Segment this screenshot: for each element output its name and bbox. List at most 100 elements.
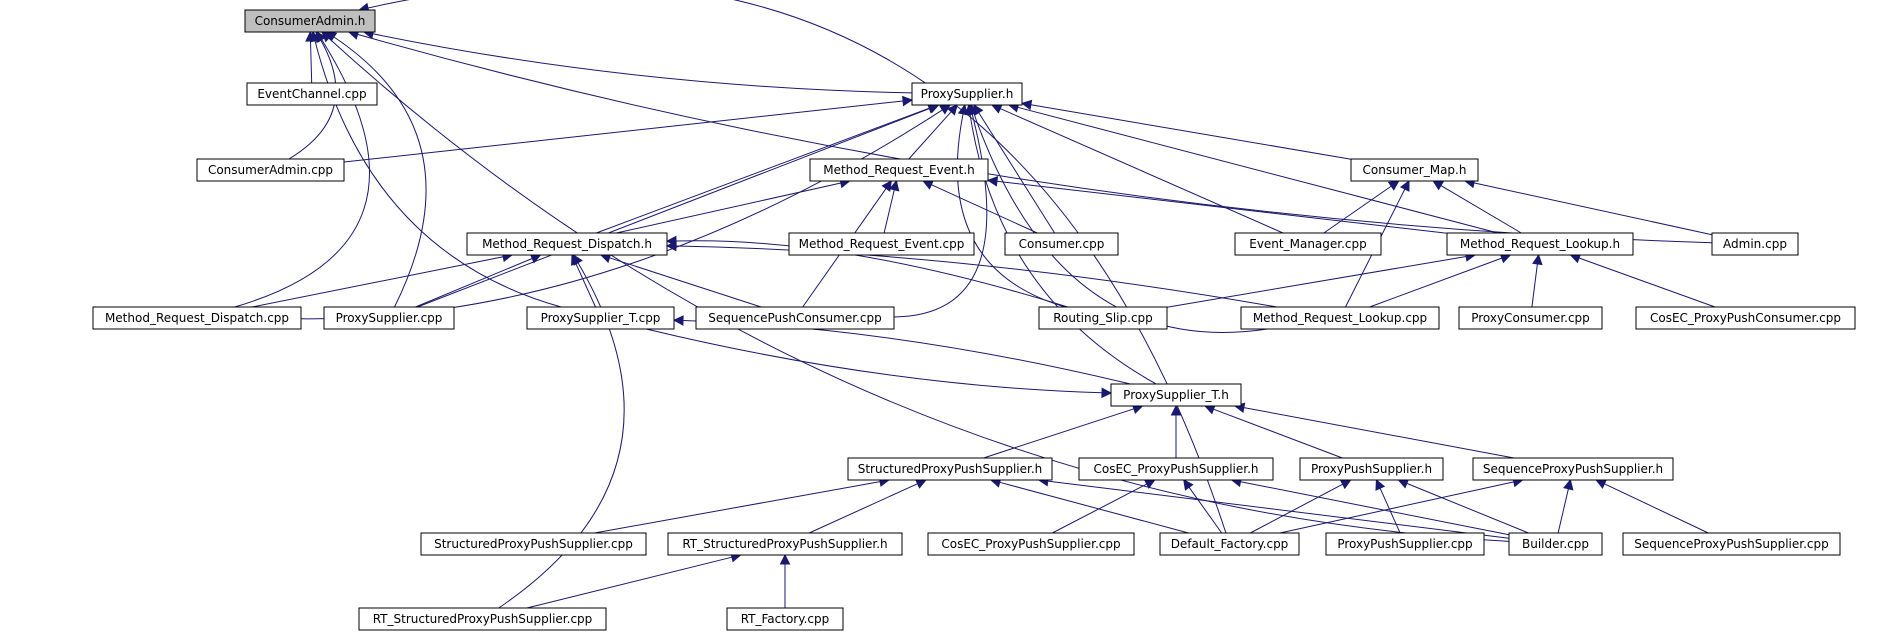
file-node-label: StructuredProxyPushSupplier.h: [858, 462, 1043, 476]
file-node[interactable]: Consumer_Map.h: [1350, 158, 1479, 182]
file-node[interactable]: ProxySupplier.cpp: [323, 306, 455, 330]
file-node[interactable]: CosEC_ProxyPushSupplier.cpp: [927, 532, 1135, 556]
file-node-label: ProxyPushSupplier.h: [1311, 462, 1432, 476]
file-node[interactable]: Method_Request_Dispatch.h: [466, 232, 668, 256]
arrowhead-icon: [779, 553, 791, 565]
file-node-box: [420, 532, 647, 556]
file-node-box: [927, 532, 1135, 556]
file-node-label: Builder.cpp: [1522, 537, 1589, 551]
file-node-label: ProxySupplier.cpp: [336, 311, 443, 325]
arrowhead-icon: [572, 254, 583, 266]
edge-ProxySupplier.cpp-to-Method_Request_Dispatch.h: [415, 258, 533, 308]
file-node[interactable]: RT_Factory.cpp: [726, 607, 844, 631]
file-node[interactable]: Default_Factory.cpp: [1159, 532, 1300, 556]
file-node[interactable]: Admin.cpp: [1711, 232, 1799, 256]
file-node-label: EventChannel.cpp: [257, 87, 366, 101]
edge-Method_Request_Lookup.cpp-to-Method_Request_Lookup.h: [1369, 257, 1502, 308]
file-node[interactable]: CosEC_ProxyPushSupplier.h: [1078, 457, 1274, 481]
edge-Event_Manager.cpp-to-Consumer_Map.h: [1323, 185, 1392, 234]
file-node-label: ProxySupplier_T.cpp: [541, 311, 661, 325]
edge-Builder.cpp-to-StructuredProxyPushSupplier.h: [1047, 480, 1510, 539]
file-node-label: CosEC_ProxyPushSupplier.cpp: [941, 537, 1120, 551]
file-node-label: RT_StructuredProxyPushSupplier.cpp: [373, 612, 593, 626]
arrowhead-icon: [990, 103, 1003, 114]
file-node-box: [788, 232, 975, 256]
edge-Method_Request_Dispatch.cpp-to-Method_Request_Dispatch.h: [251, 256, 504, 308]
file-node[interactable]: RT_StructuredProxyPushSupplier.cpp: [358, 607, 607, 631]
file-node-box: [1446, 232, 1634, 256]
arrowhead-icon: [888, 179, 900, 192]
edge-Default_Factory.cpp-to-ConsumerAdmin.h: [367, 0, 1227, 534]
arrowhead-icon: [1595, 479, 1608, 489]
edge-ConsumerAdmin.cpp-to-ProxySupplier.h: [343, 100, 904, 163]
arrowhead-icon: [1339, 479, 1352, 490]
arrowhead-icon: [1532, 253, 1543, 266]
file-node-box: [358, 607, 607, 631]
file-node-label: Method_Request_Event.cpp: [799, 237, 965, 251]
arrowhead-icon: [665, 240, 677, 252]
arrowhead-icon: [1399, 180, 1410, 192]
file-node[interactable]: ProxySupplier_T.cpp: [526, 306, 675, 330]
edge-SequenceProxyPushSupplier.h-to-ProxySupplier_T.h: [1243, 407, 1515, 459]
edge-Builder.cpp-to-ProxyPushSupplier.h: [1406, 482, 1529, 534]
file-node-box: [1711, 232, 1799, 256]
file-node-label: Consumer.cpp: [1019, 237, 1105, 251]
file-node[interactable]: SequenceProxyPushSupplier.cpp: [1622, 532, 1841, 556]
edge-Builder.cpp-to-SequenceProxyPushSupplier.h: [1557, 488, 1569, 534]
file-node-box: [244, 9, 376, 33]
edge-Method_Request_Lookup.cpp-to-ProxySupplier.h: [973, 113, 1268, 333]
edge-ConsumerAdmin.cpp-to-ConsumerAdmin.h: [288, 39, 337, 160]
file-node[interactable]: CosEC_ProxyPushConsumer.cpp: [1635, 306, 1856, 330]
file-node[interactable]: Method_Request_Lookup.cpp: [1240, 306, 1440, 330]
file-node[interactable]: Builder.cpp: [1508, 532, 1603, 556]
file-node[interactable]: ProxyPushSupplier.cpp: [1325, 532, 1485, 556]
edge-SequencePushConsumer.cpp-to-ProxySupplier.h: [893, 113, 988, 318]
file-node[interactable]: Method_Request_Event.cpp: [788, 232, 975, 256]
edge-Method_Request_Lookup.h-to-Consumer_Map.h: [1440, 185, 1522, 234]
file-node[interactable]: RT_StructuredProxyPushSupplier.h: [667, 532, 903, 556]
file-node-box: [1458, 306, 1603, 330]
arrowhead-icon: [922, 180, 934, 190]
arrowhead-icon: [914, 479, 927, 489]
file-node[interactable]: StructuredProxyPushSupplier.cpp: [420, 532, 647, 556]
file-node-label: StructuredProxyPushSupplier.cpp: [434, 537, 633, 551]
file-node[interactable]: ProxyConsumer.cpp: [1458, 306, 1603, 330]
file-node[interactable]: Event_Manager.cpp: [1234, 232, 1382, 256]
file-node[interactable]: ProxyPushSupplier.h: [1299, 457, 1444, 481]
file-node[interactable]: Method_Request_Lookup.h: [1446, 232, 1634, 256]
file-node[interactable]: EventChannel.cpp: [246, 82, 378, 106]
edge-Builder.cpp-to-CosEC_ProxyPushSupplier.h: [1240, 481, 1510, 536]
file-node-box: [1240, 306, 1440, 330]
file-node-box: [1159, 532, 1300, 556]
edge-CosEC_ProxyPushSupplier.cpp-to-CosEC_ProxyPushSupplier.h: [1052, 483, 1147, 534]
file-node[interactable]: ProxySupplier_T.h: [1110, 383, 1242, 407]
file-node[interactable]: Consumer.cpp: [1004, 232, 1119, 256]
edge-SequencePushConsumer.cpp-to-Method_Request_Dispatch.h: [609, 257, 762, 308]
file-node-box: [1110, 383, 1242, 407]
file-node[interactable]: Method_Request_Dispatch.cpp: [92, 306, 302, 330]
file-node-label: ProxyConsumer.cpp: [1471, 311, 1590, 325]
edge-EventChannel.cpp-to-ConsumerAdmin.h: [310, 40, 313, 84]
file-node[interactable]: ConsumerAdmin.cpp: [196, 158, 345, 182]
file-node[interactable]: SequencePushConsumer.cpp: [695, 306, 895, 330]
edge-Default_Factory.cpp-to-CosEC_ProxyPushSupplier.h: [1188, 487, 1223, 534]
file-node-label: Event_Manager.cpp: [1249, 237, 1367, 251]
file-node[interactable]: Routing_Slip.cpp: [1038, 306, 1168, 330]
edges-layer: [234, 0, 1716, 609]
edge-ProxyConsumer.cpp-to-Method_Request_Lookup.h: [1531, 263, 1538, 308]
file-node-box: [1622, 532, 1841, 556]
file-node[interactable]: StructuredProxyPushSupplier.h: [847, 457, 1053, 481]
edge-RT_StructuredProxyPushSupplier.cpp-to-RT_StructuredProxyPushSupplier.h: [526, 556, 733, 609]
edge-Routing_Slip.cpp-to-Method_Request_Lookup.h: [1166, 256, 1467, 308]
edge-Method_Request_Event.cpp-to-Method_Request_Event.h: [883, 189, 895, 234]
arrowhead-icon: [964, 103, 976, 116]
file-node[interactable]: SequenceProxyPushSupplier.h: [1472, 457, 1674, 481]
file-node-label: Method_Request_Lookup.h: [1460, 237, 1620, 251]
file-node-label: SequenceProxyPushSupplier.h: [1483, 462, 1663, 476]
file-node[interactable]: Method_Request_Event.h: [809, 158, 989, 182]
file-node-box: [911, 82, 1023, 106]
file-node-box: [1635, 306, 1856, 330]
file-node-box: [1299, 457, 1444, 481]
file-node[interactable]: ConsumerAdmin.h: [244, 9, 376, 33]
file-node[interactable]: ProxySupplier.h: [911, 82, 1023, 106]
